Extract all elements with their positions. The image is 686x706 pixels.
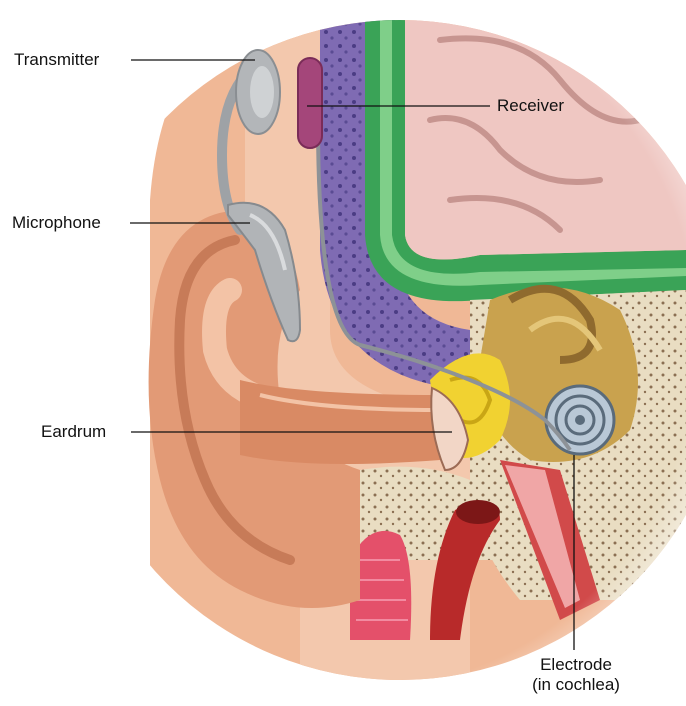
eardrum-label: Eardrum [41, 422, 106, 442]
microphone-label: Microphone [12, 213, 101, 233]
electrode-label-line2: (in cochlea) [528, 675, 624, 695]
electrode-label: Electrode (in cochlea) [528, 655, 624, 695]
transmitter-label: Transmitter [14, 50, 99, 70]
receiver-label: Receiver [497, 96, 564, 116]
electrode-label-line1: Electrode [528, 655, 624, 675]
